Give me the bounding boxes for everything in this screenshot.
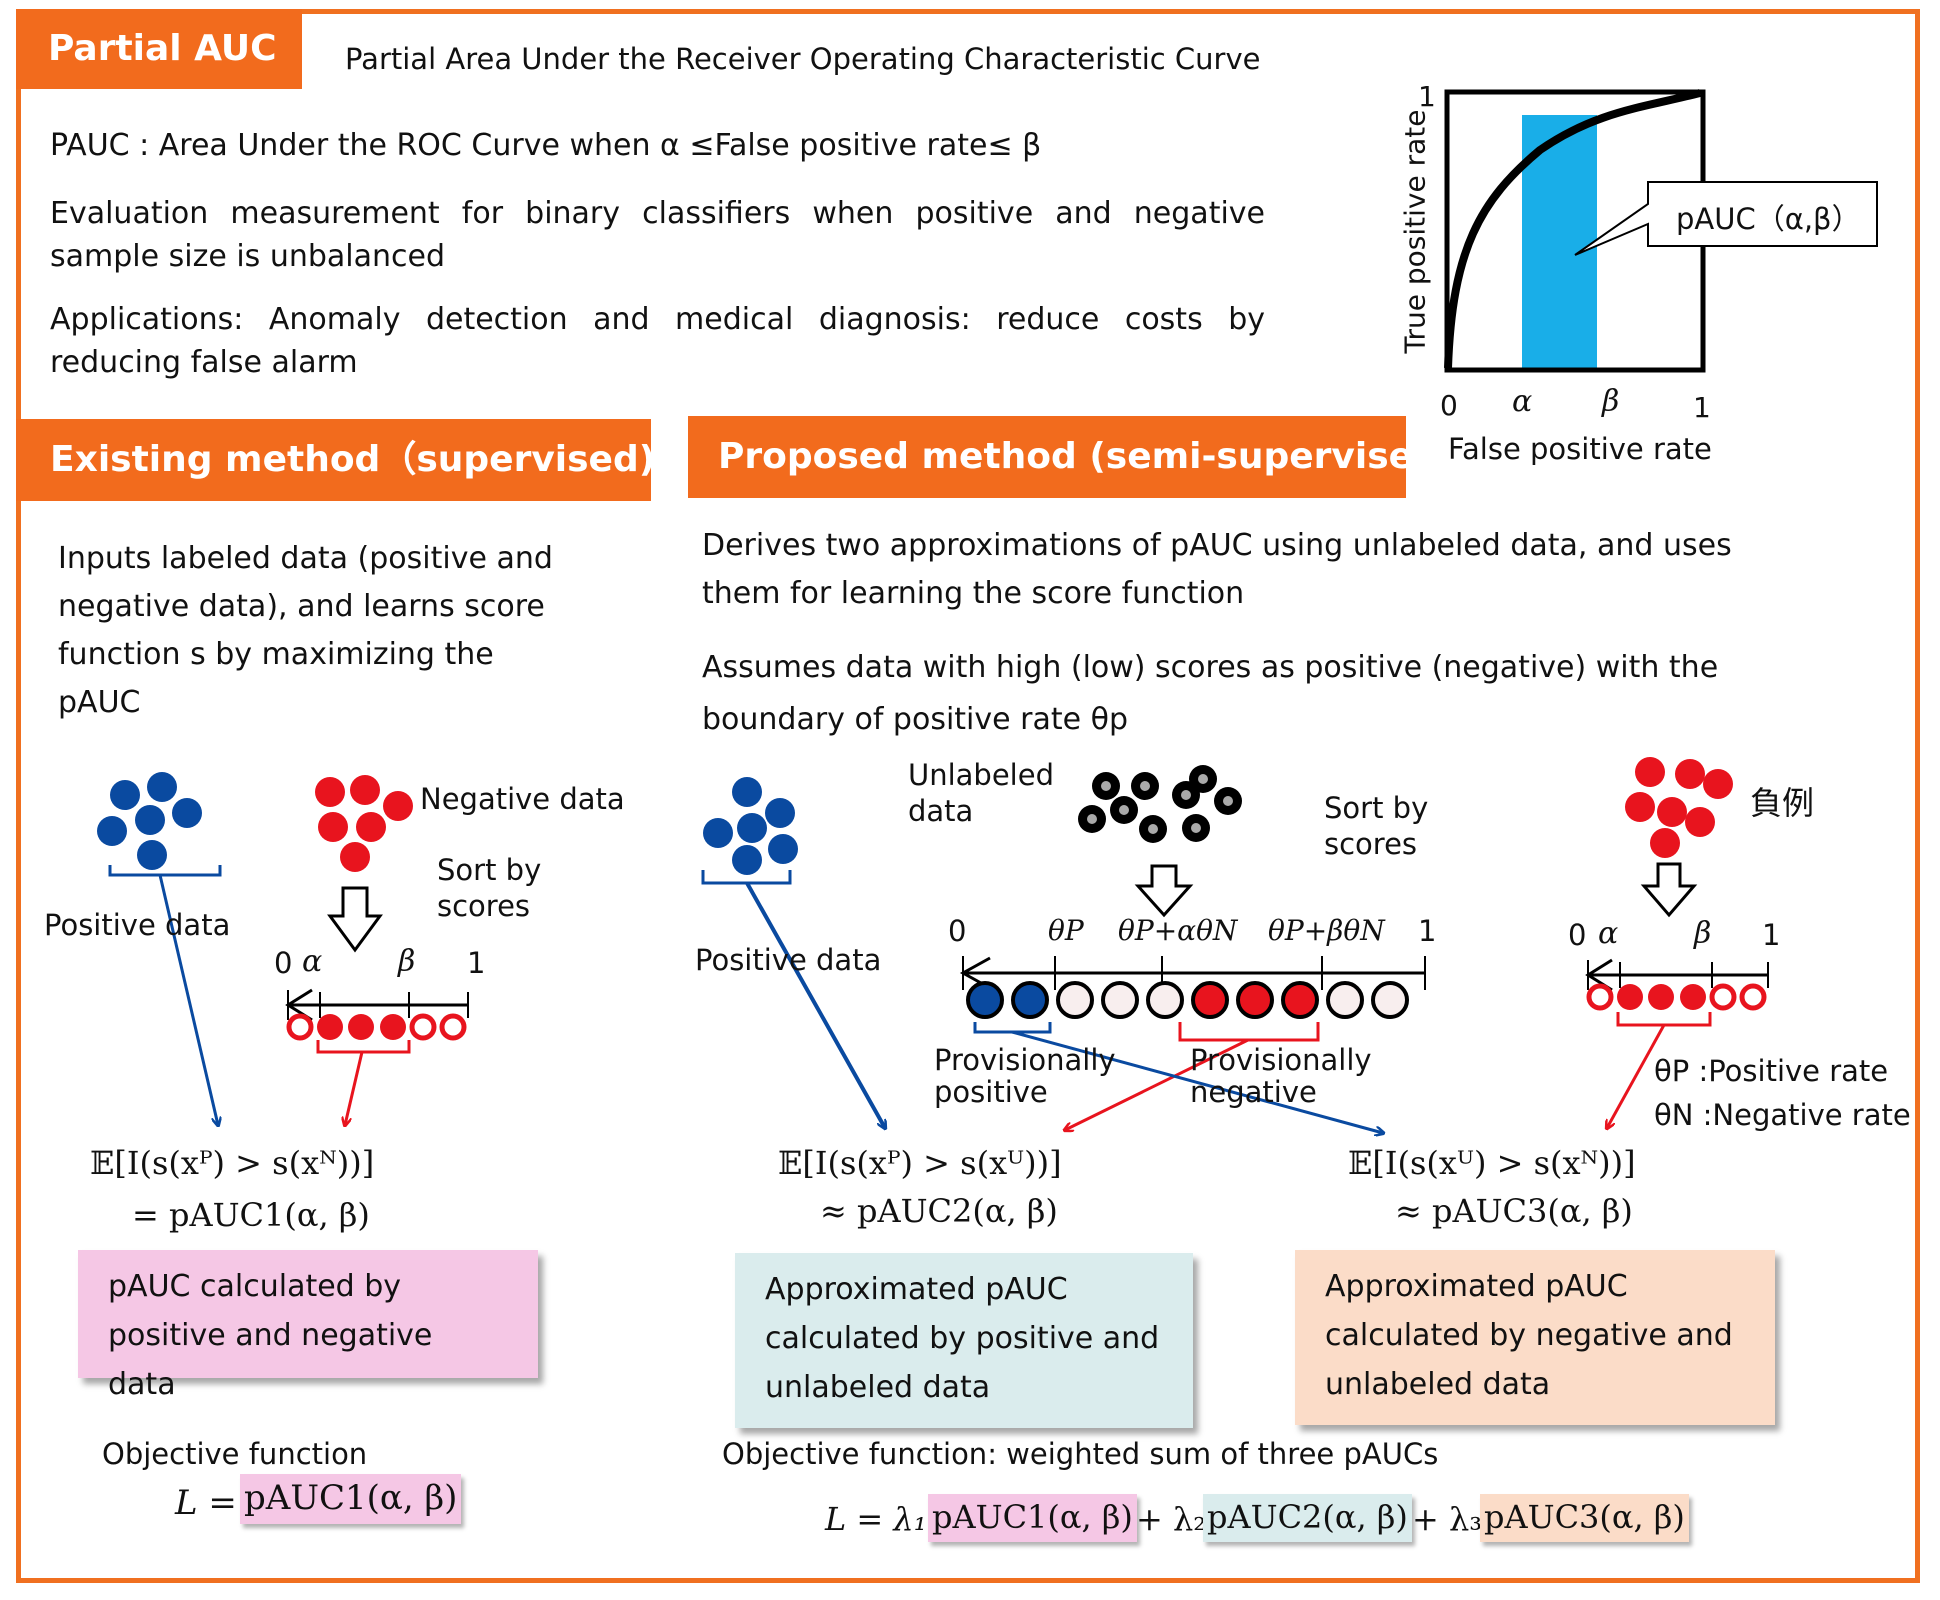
legend-thetaP: θP :Positive rate <box>1654 1054 1889 1088</box>
proposed-scale-0: 0 <box>948 914 967 948</box>
roc-xlabel: False positive rate <box>1448 432 1712 466</box>
existing-negative-cluster <box>315 775 413 872</box>
roc-ylabel: True positive rate <box>1398 109 1432 354</box>
intro-applications: Applications: Anomaly detection and medi… <box>50 302 1265 380</box>
existing-scale-1: 1 <box>467 946 486 980</box>
pauc-callout <box>1574 181 1878 256</box>
neg-scale-0: 0 <box>1568 918 1587 952</box>
neg-scale-beta: β <box>1694 916 1712 951</box>
negative-sort-arrow <box>1640 862 1698 918</box>
formula2-line1: 𝔼[I(s(xᴾ) > s(xᵁ))] <box>778 1144 1062 1182</box>
intro-evaluation: Evaluation measurement for binary classi… <box>50 196 1265 274</box>
existing-scale-0: 0 <box>274 946 293 980</box>
proposed-scale-thetaP-beta: θP+βθN <box>1268 914 1385 947</box>
proposed-objective-L: L = λ₁ <box>825 1500 927 1538</box>
proposed-sort-label: Sort by scores <box>1324 791 1429 861</box>
existing-scale-alpha: α <box>302 944 323 979</box>
existing-objective-lhs: L = <box>175 1483 237 1523</box>
proposed-objective-term3: pAUC3(α, β) <box>1480 1494 1689 1542</box>
proposed-box-negative-unlabeled: Approximated pAUC calculated by negative… <box>1295 1250 1775 1425</box>
negative-arrow <box>1607 1024 1666 1128</box>
prov-negative-label: Provisionally negative <box>1190 1043 1372 1109</box>
existing-method-header: Existing method（supervised) <box>16 419 655 501</box>
existing-positive-cluster <box>97 772 222 877</box>
existing-objective-term: pAUC1(α, β) <box>240 1474 462 1524</box>
proposed-objective-term2: pAUC2(α, β) <box>1203 1494 1412 1542</box>
proposed-negative-cluster <box>1625 757 1733 858</box>
prov-positive-arrow <box>1011 1030 1383 1133</box>
roc-tick-x1: 1 <box>1693 391 1711 424</box>
proposed-objective-plus3: + λ₃ <box>1412 1500 1483 1538</box>
outer-frame <box>16 9 1920 1583</box>
formula3-line1: 𝔼[I(s(xᵁ) > s(xᴺ))] <box>1348 1144 1636 1182</box>
proposed-objective-plus2: + λ₂ <box>1136 1500 1207 1538</box>
existing-description: Inputs labeled data (positive and negati… <box>58 541 553 720</box>
neg-scale-alpha: α <box>1598 916 1619 951</box>
unlabeled-sort-arrow <box>1134 864 1194 918</box>
pauc-definition: PAUC : Area Under the ROC Curve when α ≤… <box>50 128 1042 163</box>
legend-thetaN: θN :Negative rate <box>1654 1098 1911 1132</box>
proposed-scale-thetaP: θP <box>1048 914 1084 947</box>
proposed-description-2: Assumes data with high (low) scores as p… <box>702 650 1719 737</box>
prov-positive-label: Provisionally positive <box>934 1043 1116 1109</box>
roc-callout-label: pAUC（α,β） <box>1676 202 1861 236</box>
formula3-line2: ≈ pAUC3(α, β) <box>1395 1192 1633 1230</box>
proposed-score-scale <box>959 956 1426 1042</box>
formula2-line2: ≈ pAUC2(α, β) <box>820 1192 1058 1230</box>
proposed-method-header: Proposed method (semi-supervised) <box>688 416 1455 498</box>
unlabeled-cluster <box>1078 765 1242 843</box>
proposed-scale-thetaP-alpha: θP+αθN <box>1118 914 1238 947</box>
proposed-objective-label: Objective function: weighted sum of thre… <box>722 1437 1439 1471</box>
roc-chart <box>1444 89 1878 373</box>
existing-positive-arrow <box>158 874 218 1125</box>
existing-negative-arrow <box>345 1051 364 1125</box>
existing-formula-line1: 𝔼[I(s(xᴾ) > s(xᴺ))] <box>90 1144 375 1182</box>
existing-negative-label: Negative data <box>420 782 625 816</box>
proposed-scale-1: 1 <box>1418 914 1437 948</box>
unlabeled-label: Unlabeled data <box>908 758 1054 828</box>
existing-sort-arrow <box>327 886 383 953</box>
proposed-positive-arrow <box>745 882 885 1128</box>
proposed-description-1: Derives two approximations of pAUC using… <box>702 528 1732 611</box>
proposed-positive-label: Positive data <box>695 943 882 977</box>
roc-tick-y1: 1 <box>1418 80 1436 113</box>
existing-score-scale <box>285 988 469 1054</box>
neg-scale-1: 1 <box>1762 918 1781 952</box>
partial-auc-badge: Partial AUC <box>16 9 302 89</box>
existing-formula-line2: = pAUC1(α, β) <box>132 1196 370 1234</box>
proposed-box-positive-unlabeled: Approximated pAUC calculated by positive… <box>735 1253 1193 1428</box>
existing-objective-label: Objective function <box>102 1437 368 1471</box>
roc-tick-alpha: α <box>1512 384 1533 419</box>
negative-score-scale <box>1585 958 1769 1027</box>
existing-sort-label: Sort by scores <box>437 853 542 923</box>
roc-curve <box>1444 89 1701 369</box>
existing-positive-label: Positive data <box>44 908 231 942</box>
header-subtitle: Partial Area Under the Receiver Operatin… <box>345 42 1261 76</box>
existing-scale-beta: β <box>398 944 416 979</box>
proposed-positive-cluster <box>701 777 798 885</box>
roc-tick-beta: β <box>1602 384 1620 419</box>
existing-box: pAUC calculated by positive and negative… <box>78 1250 538 1402</box>
roc-tick-x0: 0 <box>1440 389 1458 422</box>
proposed-negative-jp-label: 負例 <box>1750 784 1815 822</box>
proposed-objective-term1: pAUC1(α, β) <box>928 1494 1137 1542</box>
prov-negative-arrow <box>1065 1038 1249 1130</box>
